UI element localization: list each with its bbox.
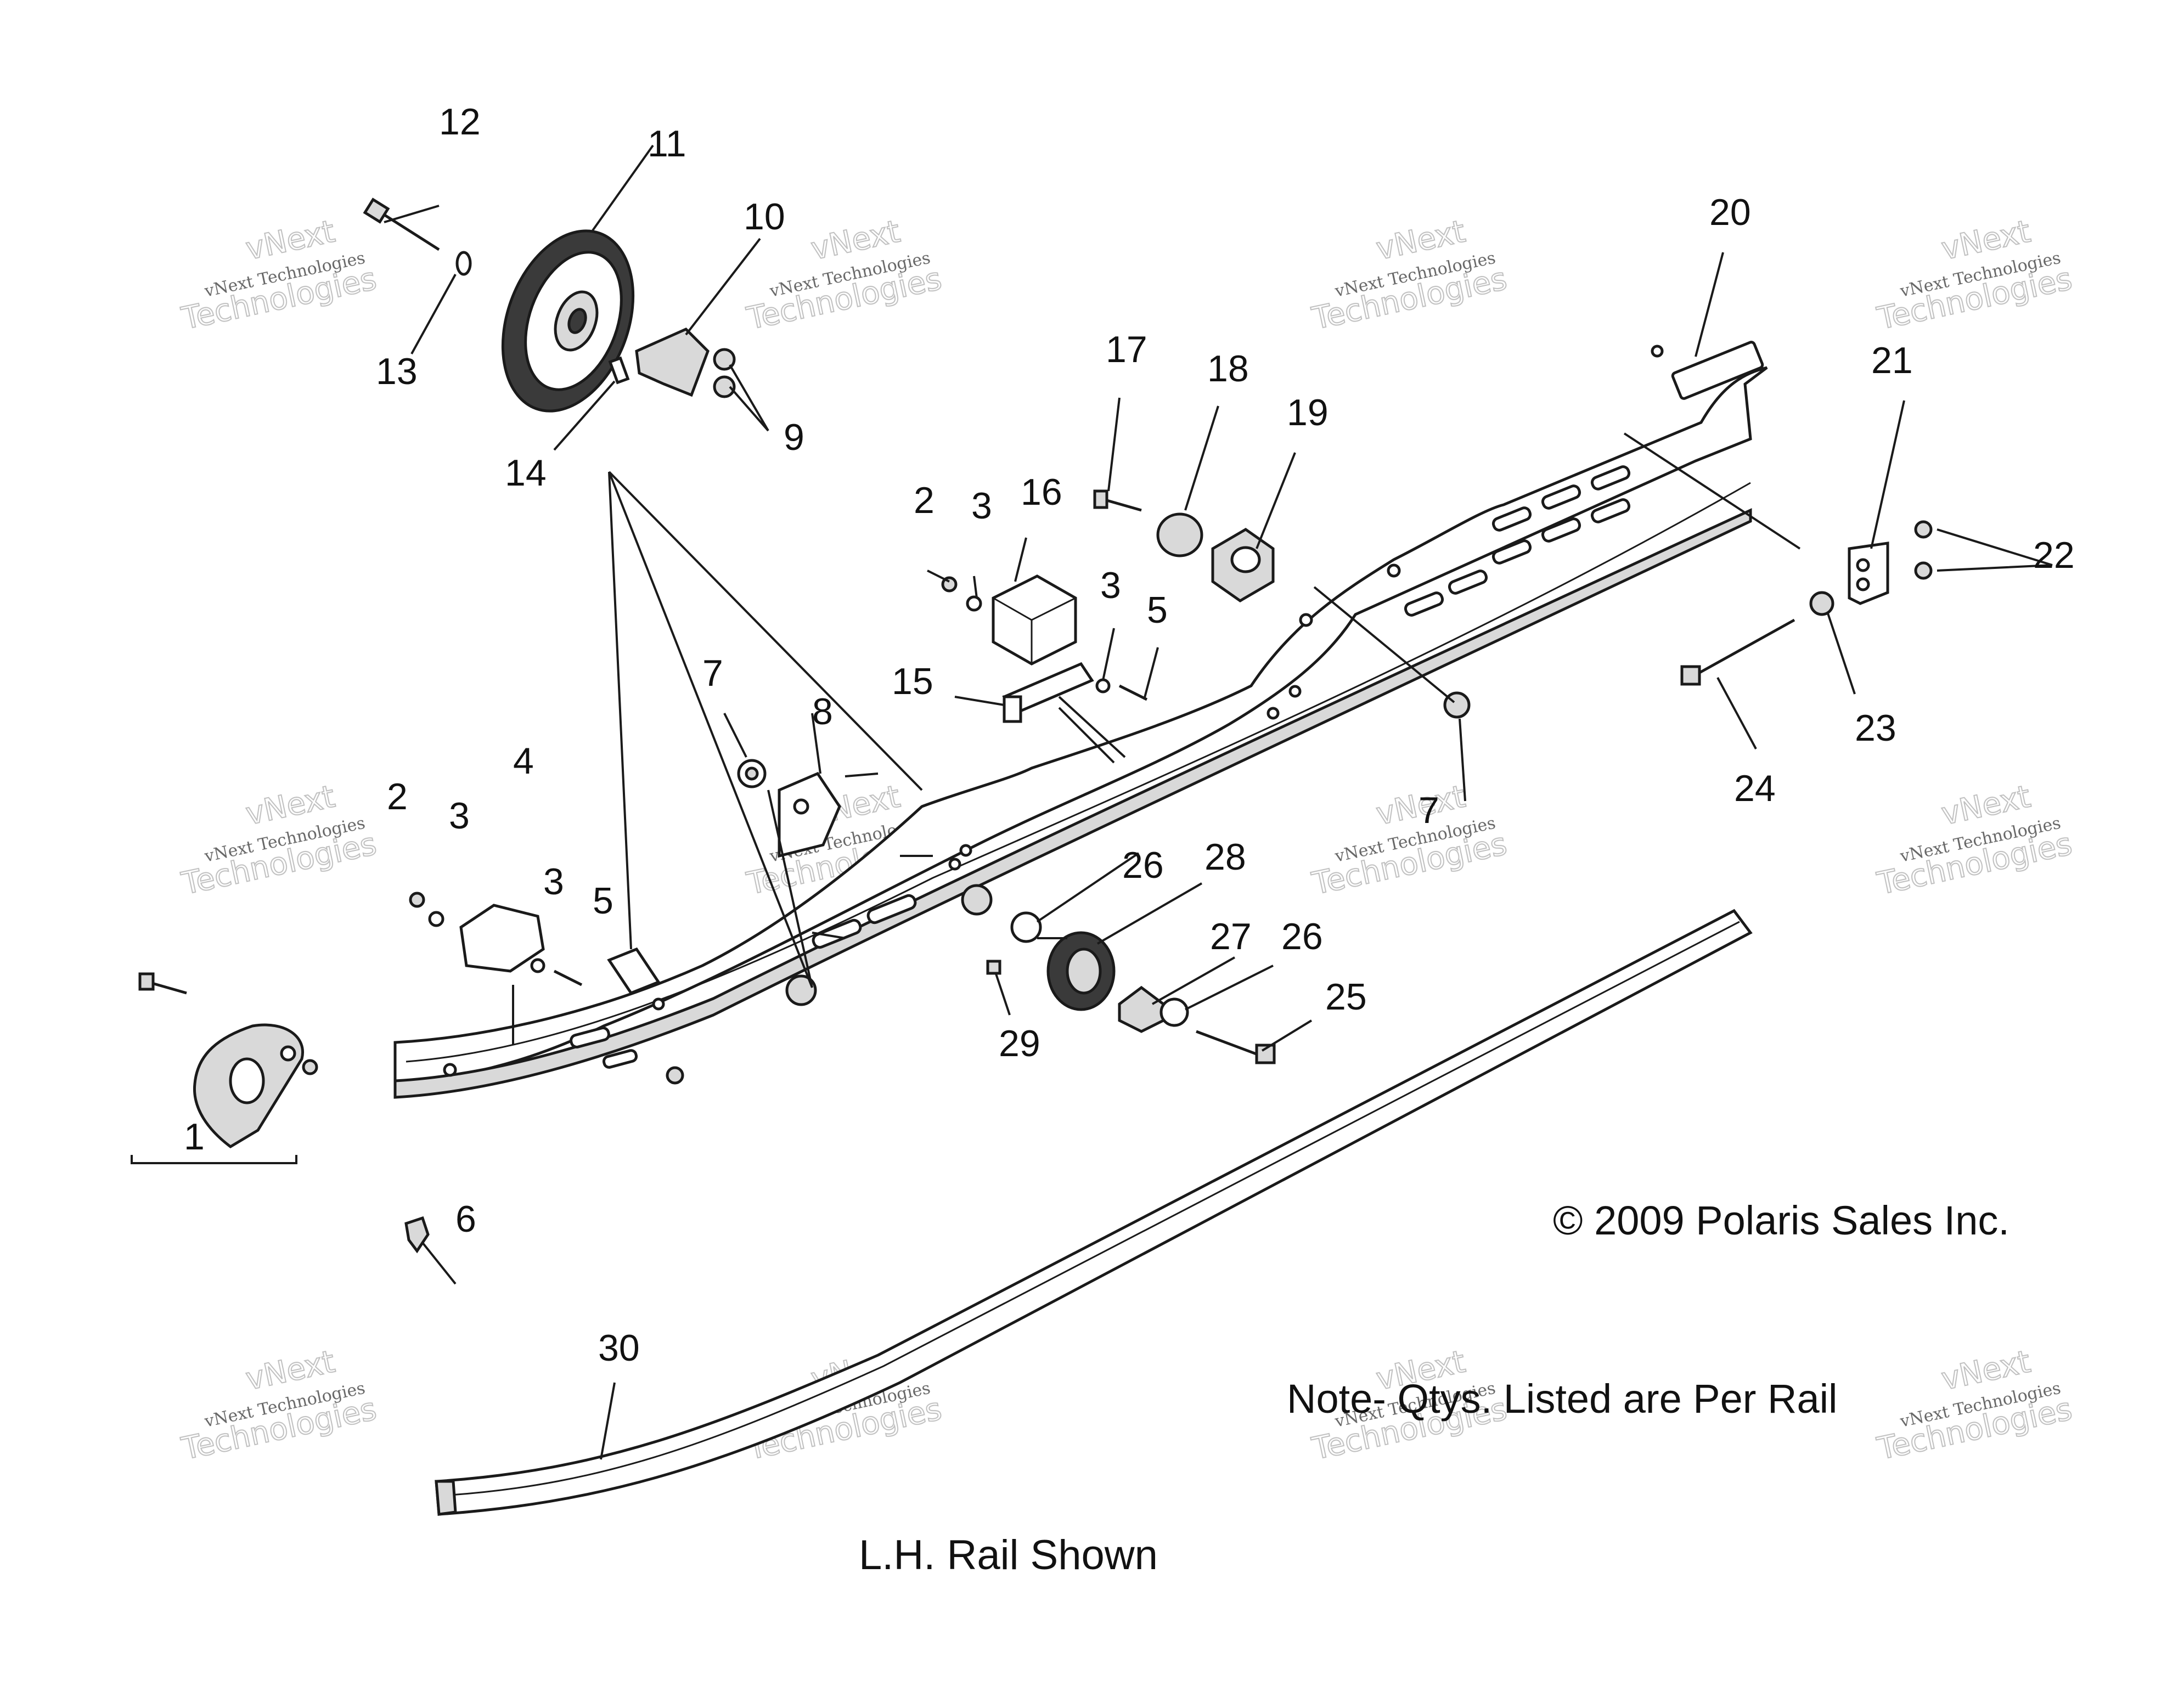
quantity-note: Note- Qtys. Listed are Per Rail xyxy=(1287,1376,1837,1422)
callout-label: 25 xyxy=(1325,976,1367,1018)
bolt-tip xyxy=(148,980,187,995)
upper-hardware xyxy=(941,489,1275,723)
nut-23 xyxy=(1809,591,1834,616)
callout-label: 7 xyxy=(702,652,723,694)
block-4 xyxy=(459,904,545,973)
callout-label: 12 xyxy=(439,101,481,143)
rail-assembly xyxy=(393,341,1768,1099)
callout-label: 3 xyxy=(971,485,992,527)
wear-strip-body xyxy=(435,909,1753,1516)
axle-10 xyxy=(635,328,710,397)
callout-label: 5 xyxy=(1147,589,1168,631)
washer-13 xyxy=(455,251,472,276)
callout-label: 20 xyxy=(1709,191,1751,233)
washer-tip xyxy=(280,1045,296,1062)
bracket-21 xyxy=(1848,542,1889,605)
callout-label: 4 xyxy=(513,740,534,782)
callout-label: 14 xyxy=(505,452,547,494)
callout-label: 21 xyxy=(1871,340,1913,381)
rail-slots xyxy=(570,341,1764,1069)
callout-label: 13 xyxy=(376,351,418,392)
washer-26-b xyxy=(1159,997,1189,1027)
spacer-front xyxy=(607,947,661,995)
spacer-27 xyxy=(1118,985,1165,1033)
rail-pivot-3 xyxy=(666,1066,684,1085)
bolt-5-mid xyxy=(1118,684,1148,701)
rail-pivot-2 xyxy=(961,884,993,916)
callout-label: 16 xyxy=(1021,471,1062,513)
washer-3-mid xyxy=(1095,678,1111,693)
wear-strip-end xyxy=(435,1480,457,1516)
callout-label: 28 xyxy=(1204,836,1246,878)
callout-label: 8 xyxy=(812,691,833,732)
callout-label: 26 xyxy=(1281,916,1323,957)
washer-26-a xyxy=(1010,911,1042,943)
nut-9-a xyxy=(713,348,736,371)
right-hardware xyxy=(1443,520,1933,719)
slide-rail xyxy=(393,366,1768,1082)
callout-label: 7 xyxy=(1419,790,1439,831)
callout-label: 26 xyxy=(1122,844,1164,886)
bolt-5-lower xyxy=(553,969,583,986)
callout-label: 2 xyxy=(914,480,935,521)
bolt-12-head xyxy=(363,198,390,224)
bolt-29 xyxy=(986,960,1001,975)
callout-label: 1 xyxy=(184,1116,205,1158)
callout-label: 22 xyxy=(2033,534,2075,576)
bolt-14 xyxy=(608,356,630,385)
idler-wheel-group xyxy=(363,198,736,413)
bolt-12 xyxy=(378,210,440,251)
callout-label: 3 xyxy=(449,795,470,837)
bushing-18 xyxy=(1156,512,1203,557)
mid-hardware xyxy=(666,759,1276,1085)
washer-3-lower2 xyxy=(530,958,545,973)
diagram-caption: L.H. Rail Shown xyxy=(859,1532,1158,1578)
callout-label: 11 xyxy=(648,123,686,165)
nut-tip xyxy=(302,1059,318,1075)
callout-label: 6 xyxy=(455,1198,476,1240)
front-hardware xyxy=(138,892,661,1254)
rail-edge-line xyxy=(406,482,1751,1063)
callout-label: 23 xyxy=(1855,707,1896,749)
bolt-25 xyxy=(1196,1030,1263,1058)
nut-2-lower xyxy=(409,892,425,908)
callout-label: 9 xyxy=(784,416,804,458)
rail-pivot-1 xyxy=(785,974,817,1006)
copyright-text: © 2009 Polaris Sales Inc. xyxy=(1553,1198,2009,1243)
callout-label: 5 xyxy=(593,880,613,922)
callout-label: 3 xyxy=(543,861,564,903)
callout-label: 3 xyxy=(1100,565,1121,606)
plate-8 xyxy=(778,771,841,858)
watermark-group: vNext vNext Technologies Technologies vN… xyxy=(178,213,2075,1468)
callout-label: 2 xyxy=(387,776,408,817)
callout-label: 10 xyxy=(744,196,785,238)
callout-label: 27 xyxy=(1210,916,1252,957)
callout-label: 29 xyxy=(999,1023,1040,1064)
callout-label: 24 xyxy=(1734,768,1776,809)
bolt-24 xyxy=(1695,618,1795,676)
callout-label: 17 xyxy=(1106,329,1147,370)
screw-22-b xyxy=(1914,561,1933,580)
callout-label: 19 xyxy=(1287,392,1329,433)
wear-strip xyxy=(435,909,1753,1516)
nut-9-b xyxy=(713,375,736,398)
washer-3-lower xyxy=(428,911,444,927)
rail-holes xyxy=(443,345,1664,1077)
callout-label: 15 xyxy=(892,661,933,702)
block-16 xyxy=(992,574,1077,666)
callout-labels: 1 2 3 4 3 5 6 7 8 9 10 11 12 13 14 15 16… xyxy=(184,101,2075,1369)
bolt-17 xyxy=(1102,498,1142,512)
callout-label: 18 xyxy=(1207,348,1249,390)
callout-label: 30 xyxy=(598,1327,640,1369)
washer-3-upper xyxy=(966,595,982,612)
screw-22-a xyxy=(1914,520,1933,539)
wear-strip-line xyxy=(449,921,1740,1496)
leader-lines xyxy=(131,144,2053,1460)
rail-lower-strip xyxy=(393,508,1752,1099)
